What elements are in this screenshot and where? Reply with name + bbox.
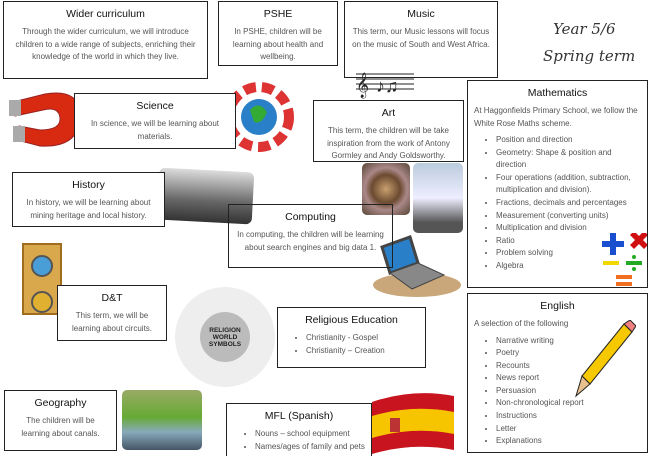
- dt-text: This term, we will be learning about cir…: [71, 311, 153, 333]
- music-text: This term, our Music lessons will focus …: [352, 27, 490, 49]
- english-title: English: [540, 300, 575, 312]
- maths-intro: At Haggonfields Primary School, we follo…: [474, 106, 638, 128]
- doorbell-image: [22, 243, 62, 315]
- maths-item: Four operations (addition, subtraction, …: [496, 172, 641, 197]
- maths-title: Mathematics: [527, 87, 588, 99]
- maths-box: Mathematics At Haggonfields Primary Scho…: [467, 80, 648, 288]
- re-box: Religious Education Christianity - Gospe…: [277, 307, 426, 368]
- wider-text: Through the wider curriculum, we will in…: [15, 27, 196, 61]
- english-item: Poetry: [496, 347, 641, 360]
- canal-photo: [122, 390, 202, 450]
- art-text: This term, the children will be take ins…: [327, 126, 450, 160]
- re-item: Christianity - Gospel: [306, 332, 419, 345]
- english-item: Narrative writing: [496, 335, 641, 348]
- year-heading: Year 5/6: [553, 20, 616, 38]
- science-box: Science In science, we will be learning …: [74, 93, 236, 149]
- english-item: Explanations: [496, 435, 641, 448]
- maths-item: Geometry: Shape & position and direction: [496, 147, 641, 172]
- laptop-image: [373, 235, 461, 297]
- science-text: In science, we will be learning about ma…: [90, 119, 220, 141]
- geography-text: The children will be learning about cana…: [21, 416, 100, 438]
- history-box: History In history, we will be learning …: [12, 172, 165, 227]
- mfl-item: Nouns – school equipment: [255, 428, 365, 441]
- history-text: In history, we will be learning about mi…: [26, 198, 151, 220]
- wider-curriculum-box: Wider curriculum Through the wider curri…: [3, 1, 208, 79]
- goldsworthy-photo: [362, 163, 410, 215]
- re-title: Religious Education: [305, 314, 398, 326]
- geography-title: Geography: [34, 397, 87, 409]
- english-item: Letter: [496, 423, 641, 436]
- wider-title: Wider curriculum: [66, 8, 145, 20]
- computing-box: Computing In computing, the children wil…: [228, 204, 393, 268]
- english-item: Instructions: [496, 410, 641, 423]
- religion-symbols-image: RELIGION WORLD SYMBOLS: [175, 287, 275, 387]
- spain-flag-image: [372, 393, 454, 454]
- mfl-item: Names/ages of family and pets: [255, 441, 365, 454]
- maths-item: Ratio: [496, 235, 641, 248]
- pshe-text: In PSHE, children will be learning about…: [232, 27, 324, 61]
- art-box: Art This term, the children will be take…: [313, 100, 464, 162]
- computing-title: Computing: [285, 211, 336, 223]
- english-item: Recounts: [496, 360, 641, 373]
- pshe-title: PSHE: [263, 8, 293, 20]
- maths-item: Problem solving: [496, 247, 641, 260]
- mfl-title: MFL (Spanish): [264, 410, 334, 422]
- dt-title: D&T: [101, 292, 123, 304]
- geography-box: Geography The children will be learning …: [4, 390, 117, 451]
- maths-item: Position and direction: [496, 134, 641, 147]
- english-item: News report: [496, 372, 641, 385]
- music-title: Music: [407, 8, 435, 20]
- english-item: Persuasion: [496, 385, 641, 398]
- science-title: Science: [136, 100, 174, 112]
- svg-text:♪♫: ♪♫: [376, 76, 399, 96]
- maths-item: Algebra: [496, 260, 641, 273]
- history-title: History: [72, 179, 105, 191]
- maths-item: Multiplication and division: [496, 222, 641, 235]
- mfl-box: MFL (Spanish) Nouns – school equipmentNa…: [226, 403, 372, 456]
- math-symbols-image: [602, 233, 648, 286]
- english-item: Non-chronological report: [496, 397, 641, 410]
- re-item: Christianity – Creation: [306, 345, 419, 358]
- religion-logo-text: RELIGION WORLD SYMBOLS: [200, 312, 250, 362]
- maths-item: Measurement (converting units): [496, 210, 641, 223]
- art-title: Art: [381, 107, 396, 119]
- svg-text:𝄞: 𝄞: [356, 72, 369, 98]
- music-notes-image: 𝄞 ♪♫: [356, 72, 414, 98]
- magnet-image: [9, 92, 81, 147]
- term-heading: Spring term: [543, 47, 636, 65]
- computing-text: In computing, the children will be learn…: [237, 230, 384, 252]
- gormley-photo: [413, 163, 463, 233]
- english-box: English A selection of the following Nar…: [467, 293, 648, 453]
- maths-item: Fractions, decimals and percentages: [496, 197, 641, 210]
- dt-box: D&T This term, we will be learning about…: [57, 285, 167, 341]
- pshe-box: PSHE In PSHE, children will be learning …: [218, 1, 338, 66]
- music-box: Music This term, our Music lessons will …: [344, 1, 498, 78]
- pencil-image: [575, 320, 636, 398]
- english-intro: A selection of the following: [474, 319, 569, 328]
